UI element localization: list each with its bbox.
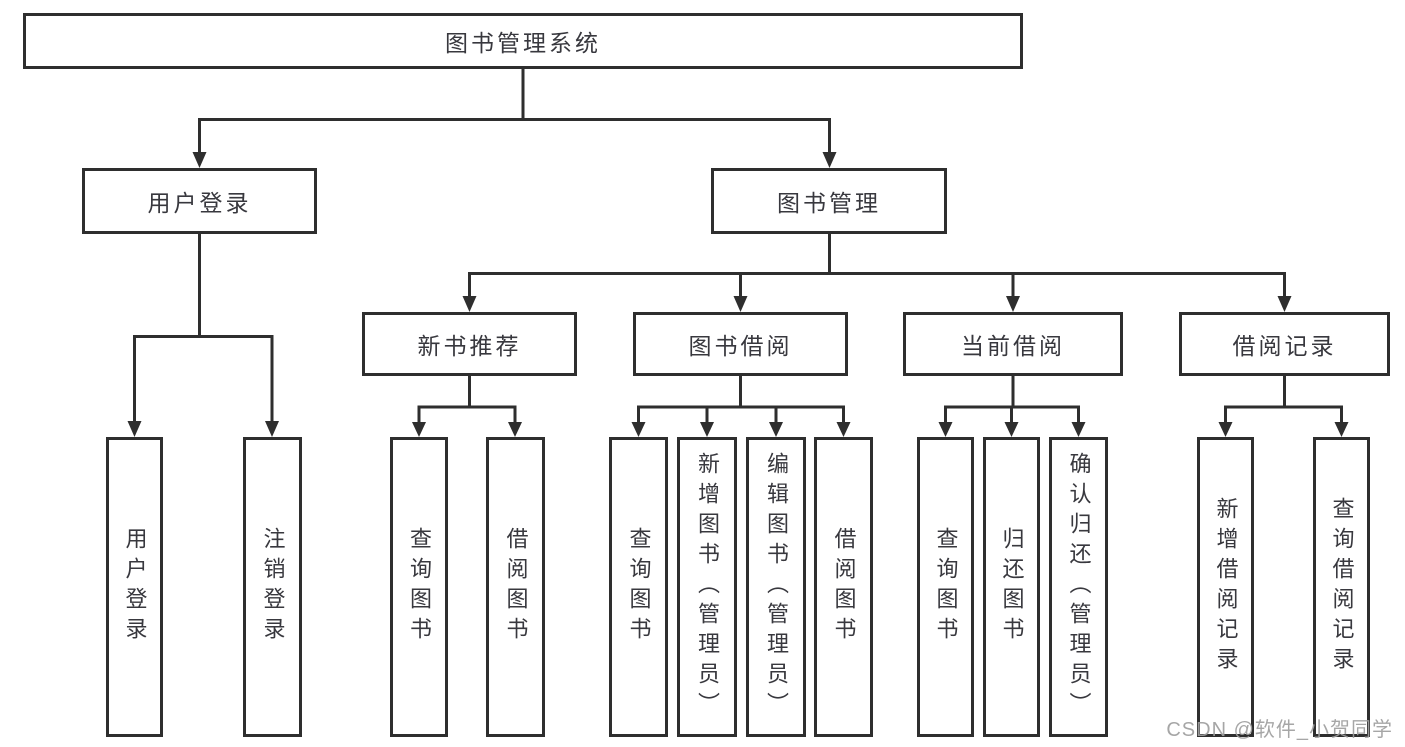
leaf-borrow-books-1: 借阅图书: [486, 437, 545, 737]
leaf-add-borrow-record-label: 新增借阅记录: [1213, 497, 1239, 677]
leaf-return-books: 归还图书: [983, 437, 1040, 737]
connector-borrow-record-split: [1218, 376, 1349, 437]
leaf-user-login-label: 用户登录: [122, 527, 148, 647]
watermark: CSDN @软件_小贺同学: [1166, 719, 1393, 741]
leaf-return-books-label: 归还图书: [999, 527, 1025, 647]
leaf-borrow-books-2-label: 借阅图书: [831, 527, 857, 647]
node-book-borrow: 图书借阅: [633, 312, 848, 376]
connector-book-mgmt-split: [462, 234, 1292, 312]
node-user-login-label: 用户登录: [147, 190, 252, 216]
node-new-book-recommend-label: 新书推荐: [417, 333, 522, 359]
leaf-logout: 注销登录: [243, 437, 302, 737]
leaf-borrow-books-1-label: 借阅图书: [503, 527, 529, 647]
node-new-book-recommend: 新书推荐: [362, 312, 577, 376]
connector-current-borrow-split: [938, 376, 1086, 437]
leaf-query-books-3-label: 查询图书: [933, 527, 959, 647]
leaf-edit-book-admin-label: 编辑图书（管理员）: [764, 452, 789, 722]
node-book-management: 图书管理: [711, 168, 947, 234]
leaf-confirm-return-admin-label: 确认归还（管理员）: [1066, 452, 1092, 722]
leaf-confirm-return-admin: 确认归还（管理员）: [1049, 437, 1108, 737]
connector-book-borrow-split: [631, 376, 851, 437]
leaf-user-login: 用户登录: [106, 437, 163, 737]
leaf-query-borrow-record: 查询借阅记录: [1313, 437, 1370, 737]
leaf-query-books-1-label: 查询图书: [407, 527, 432, 647]
connector-user-login-split: [127, 234, 279, 437]
leaf-query-books-3: 查询图书: [917, 437, 974, 737]
leaf-add-book-admin-label: 新增图书（管理员）: [695, 452, 720, 722]
leaf-add-book-admin: 新增图书（管理员）: [677, 437, 737, 737]
leaf-query-books-2-label: 查询图书: [626, 527, 652, 647]
leaf-edit-book-admin: 编辑图书（管理员）: [746, 437, 806, 737]
node-book-borrow-label: 图书借阅: [688, 333, 793, 359]
node-book-management-label: 图书管理: [777, 190, 881, 216]
connector-root-split: [192, 68, 837, 168]
leaf-query-books-2: 查询图书: [609, 437, 668, 737]
leaf-query-books-1: 查询图书: [390, 437, 448, 737]
leaf-borrow-books-2: 借阅图书: [814, 437, 873, 737]
node-user-login: 用户登录: [82, 168, 317, 234]
leaf-logout-label: 注销登录: [260, 527, 286, 647]
leaf-query-borrow-record-label: 查询借阅记录: [1329, 497, 1355, 677]
node-borrow-records-label: 借阅记录: [1232, 333, 1337, 359]
node-root-label: 图书管理系统: [445, 30, 601, 56]
connector-new-book-split: [412, 376, 522, 437]
node-current-borrow: 当前借阅: [903, 312, 1123, 376]
node-root: 图书管理系统: [23, 13, 1023, 69]
node-borrow-records: 借阅记录: [1179, 312, 1390, 376]
node-current-borrow-label: 当前借阅: [961, 333, 1065, 359]
leaf-add-borrow-record: 新增借阅记录: [1197, 437, 1254, 737]
